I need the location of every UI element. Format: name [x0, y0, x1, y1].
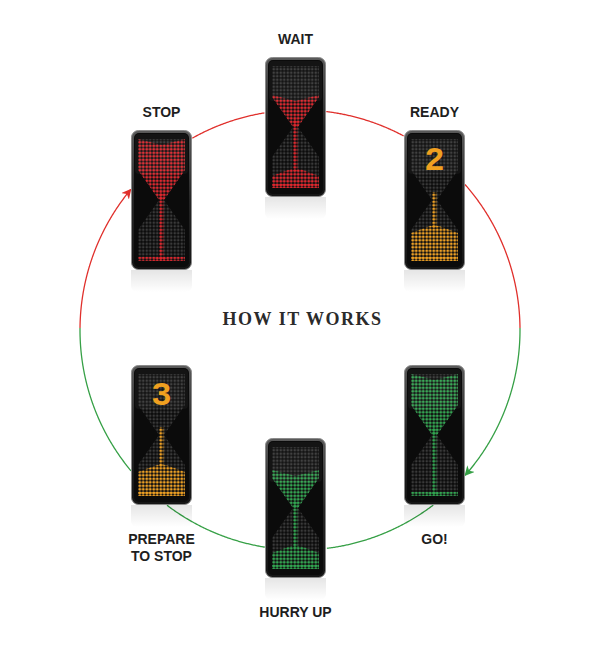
cycle-arrow	[192, 113, 264, 138]
state-label: PREPARE TO STOP	[122, 531, 202, 565]
traffic-light: GO!	[380, 365, 490, 548]
state-label: STOP	[143, 104, 181, 121]
hourglass-illustration	[265, 438, 326, 578]
state-label: READY	[410, 104, 459, 121]
cycle-arrow	[465, 185, 520, 476]
hourglass-illustration	[265, 57, 326, 197]
traffic-light: READY 2	[380, 104, 490, 292]
traffic-light: HURRY UP	[241, 438, 351, 621]
state-label: GO!	[421, 531, 447, 548]
countdown-digit: 3	[131, 377, 192, 415]
hourglass-illustration	[404, 365, 465, 505]
traffic-light: STOP	[107, 104, 217, 292]
hourglass-signal	[265, 57, 326, 197]
hourglass-signal	[131, 130, 192, 270]
state-label: WAIT	[278, 31, 313, 48]
hourglass-signal: 3	[131, 365, 192, 505]
countdown-digit: 2	[404, 142, 465, 180]
traffic-light: 3PREPARE TO STOP	[107, 365, 217, 565]
cycle-arrow	[326, 112, 403, 136]
reflection	[404, 505, 465, 527]
hourglass-signal	[404, 365, 465, 505]
reflection	[265, 578, 326, 600]
diagram-title: HOW IT WORKS	[0, 309, 605, 330]
hourglass-signal	[265, 438, 326, 578]
state-label: HURRY UP	[259, 604, 331, 621]
reflection	[131, 505, 192, 527]
traffic-light: WAIT	[241, 31, 351, 219]
reflection	[131, 270, 192, 292]
reflection	[404, 270, 465, 292]
reflection	[265, 197, 326, 219]
cycle-arrow	[80, 189, 131, 470]
hourglass-illustration	[131, 130, 192, 270]
hourglass-signal: 2	[404, 130, 465, 270]
